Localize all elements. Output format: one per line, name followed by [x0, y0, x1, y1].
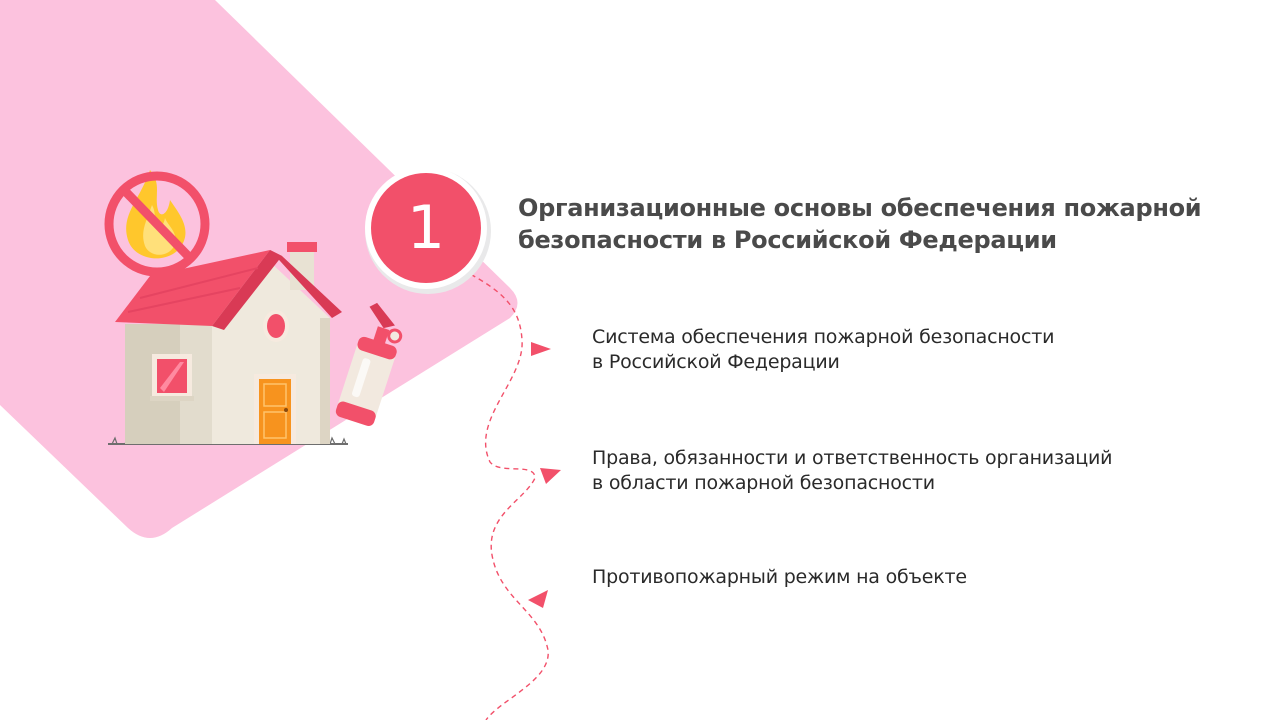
- title-line: безопасности в Российской Федерации: [518, 226, 1057, 254]
- topic-item-line: Система обеспечения пожарной безопасност…: [592, 326, 1055, 348]
- topic-item: Права, обязанности и ответственность орг…: [592, 446, 1212, 496]
- fire-extinguisher-illustration: [335, 302, 403, 426]
- triangle-pointer-icon: [540, 468, 561, 484]
- slide-number: 1: [406, 193, 446, 263]
- topic-item: Система обеспечения пожарной безопасност…: [592, 325, 1212, 375]
- topic-item-line: Права, обязанности и ответственность орг…: [592, 447, 1113, 469]
- topic-item-line: в области пожарной безопасности: [592, 472, 935, 494]
- topic-item: Противопожарный режим на объекте: [592, 565, 1212, 590]
- title-line: Организационные основы обеспечения пожар…: [518, 194, 1202, 222]
- dashed-path-line: [462, 269, 549, 720]
- number-badge: [365, 167, 491, 294]
- triangle-pointer-icon: [531, 342, 551, 356]
- no-fire-icon: [104, 170, 210, 277]
- topic-item-line: в Российской Федерации: [592, 351, 840, 373]
- slide-title: Организационные основы обеспечения пожар…: [518, 192, 1218, 256]
- house-illustration: [108, 242, 348, 445]
- topic-item-line: Противопожарный режим на объекте: [592, 566, 967, 588]
- triangle-pointer-icon: [528, 590, 548, 608]
